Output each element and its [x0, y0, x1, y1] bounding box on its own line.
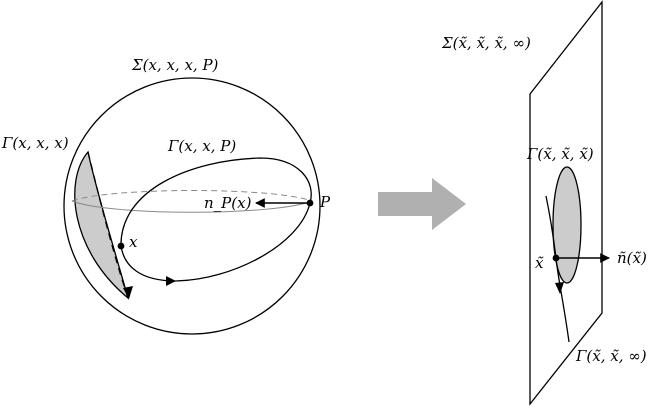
cap-gamma-tilde [552, 166, 582, 284]
label-point-p: P [319, 193, 331, 211]
chord-arrowhead [123, 286, 133, 299]
curve-arrowhead [555, 282, 564, 294]
transform-arrow [378, 178, 466, 230]
sphere-sigma [63, 77, 321, 335]
point-x-tilde [552, 254, 560, 262]
equator-front [71, 200, 313, 213]
label-sigma-plane: Σ(x̃, x̃, x̃, ∞) [441, 34, 531, 52]
cap-dashed-chord [87, 151, 129, 299]
label-point-x: x [129, 233, 138, 251]
label-sigma-sphere: Σ(x, x, x, P) [131, 56, 219, 74]
plane-sigma [529, 0, 603, 406]
label-point-x-tilde: x̃ [535, 254, 544, 272]
label-gamma-curve-tilde: Γ(x̃, x̃, ∞) [575, 347, 647, 365]
right-figure: Σ(x̃, x̃, x̃, ∞) Γ(x̃, x̃, x̃) Γ(x̃, x̃,… [441, 0, 647, 406]
equator-back [71, 190, 313, 202]
label-gamma-cap-tilde: Γ(x̃, x̃, x̃) [526, 145, 594, 163]
label-gamma-cap: Γ(x, x, x) [1, 134, 69, 152]
left-figure: Σ(x, x, x, P) Γ(x, x, P) Γ(x, x, x) n_P(… [1, 56, 331, 335]
cap-gamma-xxx [74, 150, 130, 300]
loop-gamma-xxp [120, 157, 312, 282]
point-x [117, 242, 125, 250]
point-p [306, 199, 314, 207]
label-normal-tilde: ñ(x̃) [617, 249, 647, 267]
loop-arrowhead [166, 276, 176, 286]
label-normal-np: n_P(x) [204, 194, 252, 212]
label-gamma-loop: Γ(x, x, P) [167, 137, 236, 155]
